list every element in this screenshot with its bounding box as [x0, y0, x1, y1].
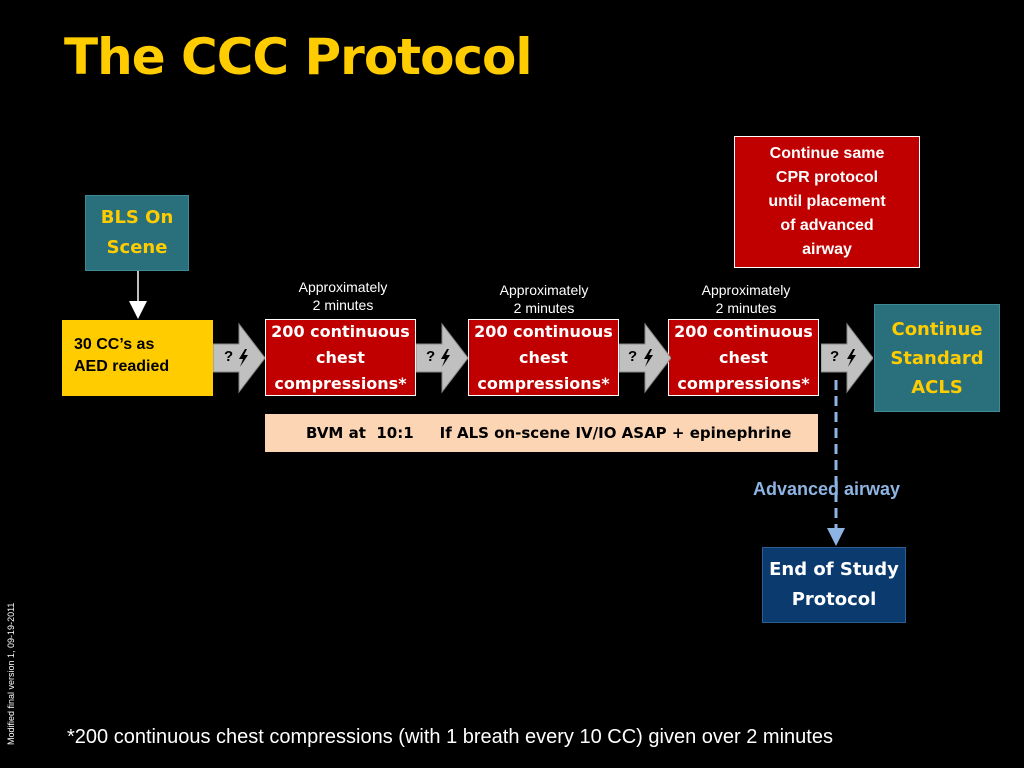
chevron-arrow-icon — [212, 322, 266, 394]
transition-arrow-1: ? — [212, 320, 266, 396]
lightning-bolt-icon — [644, 349, 653, 367]
lightning-bolt-icon — [239, 349, 248, 367]
transition-arrow-4: ? — [820, 320, 874, 396]
approx-1-line-1: Approximately — [298, 279, 388, 295]
cycle-2-line-1: 200 continuous — [474, 321, 613, 341]
top-box-line-3: until placement — [768, 193, 886, 210]
cycle-1-line-1: 200 continuous — [271, 321, 410, 341]
als-epinephrine-text: If ALS on-scene IV/IO ASAP + epinephrine — [439, 424, 792, 442]
approx-3-line-2: 2 minutes — [715, 300, 777, 316]
compression-box-1: 200 continuous chest compressions* — [265, 319, 416, 396]
cycle-3-line-2: chest — [719, 347, 768, 367]
top-box-line-2: CPR protocol — [775, 169, 879, 186]
lightning-bolt-icon — [847, 349, 856, 367]
chevron-arrow-icon — [820, 322, 874, 394]
question-mark-label: ? — [426, 348, 436, 365]
advanced-airway-label: Advanced airway — [753, 479, 901, 499]
approx-3-line-1: Approximately — [701, 282, 791, 298]
start-line-1: 30 CC’s as — [74, 336, 155, 353]
compression-box-3: 200 continuous chest compressions* — [668, 319, 819, 396]
question-mark-label: ? — [224, 348, 234, 365]
page-title: The CCC Protocol — [64, 28, 533, 86]
continue-same-cpr-box: Continue same CPR protocol until placeme… — [734, 136, 920, 268]
approx-label-3: Approximately 2 minutes — [671, 281, 821, 317]
top-box-line-5: airway — [802, 241, 852, 258]
acls-line-2: Standard — [890, 347, 984, 369]
bls-to-start-connector — [129, 271, 147, 319]
end-line-2: Protocol — [791, 589, 877, 610]
transition-arrow-2: ? — [415, 320, 469, 396]
acls-line-3: ACLS — [911, 376, 963, 398]
cycle-2-line-3: compressions* — [477, 373, 610, 393]
lightning-bolt-icon — [441, 349, 450, 367]
start-box: 30 CC’s as AED readied — [62, 320, 213, 396]
version-note: Modified final version 1, 09-19-2011 — [6, 602, 16, 745]
question-mark-label: ? — [830, 348, 840, 365]
approx-2-line-2: 2 minutes — [513, 300, 575, 316]
end-of-study-box: End of Study Protocol — [762, 547, 906, 623]
bls-line-2: Scene — [106, 237, 168, 258]
bls-on-scene-box: BLS On Scene — [85, 195, 189, 271]
question-mark-label: ? — [628, 348, 638, 365]
bvm-bar: BVM at 10:1 If ALS on-scene IV/IO ASAP +… — [265, 414, 818, 452]
start-line-2: AED readied — [74, 358, 170, 375]
continue-standard-acls-box: Continue Standard ACLS — [874, 304, 1000, 412]
footnote: *200 continuous chest compressions (with… — [67, 726, 833, 748]
bls-line-1: BLS On — [100, 207, 174, 228]
top-box-line-4: of advanced — [780, 217, 874, 234]
cycle-2-line-2: chest — [519, 347, 568, 367]
compression-box-2: 200 continuous chest compressions* — [468, 319, 619, 396]
cycle-3-line-3: compressions* — [677, 373, 810, 393]
cycle-1-line-2: chest — [316, 347, 365, 367]
transition-arrow-3: ? — [618, 320, 672, 396]
cycle-3-line-1: 200 continuous — [674, 321, 813, 341]
bvm-ratio-text: BVM at 10:1 — [306, 424, 414, 442]
end-line-1: End of Study — [769, 559, 899, 580]
approx-label-2: Approximately 2 minutes — [469, 281, 619, 317]
approx-label-1: Approximately 2 minutes — [268, 278, 418, 314]
approx-2-line-1: Approximately — [499, 282, 589, 298]
cycle-1-line-3: compressions* — [274, 373, 407, 393]
top-box-line-1: Continue same — [769, 145, 885, 162]
advanced-airway-connector — [827, 380, 845, 546]
acls-line-1: Continue — [891, 318, 983, 340]
approx-1-line-2: 2 minutes — [312, 297, 374, 313]
